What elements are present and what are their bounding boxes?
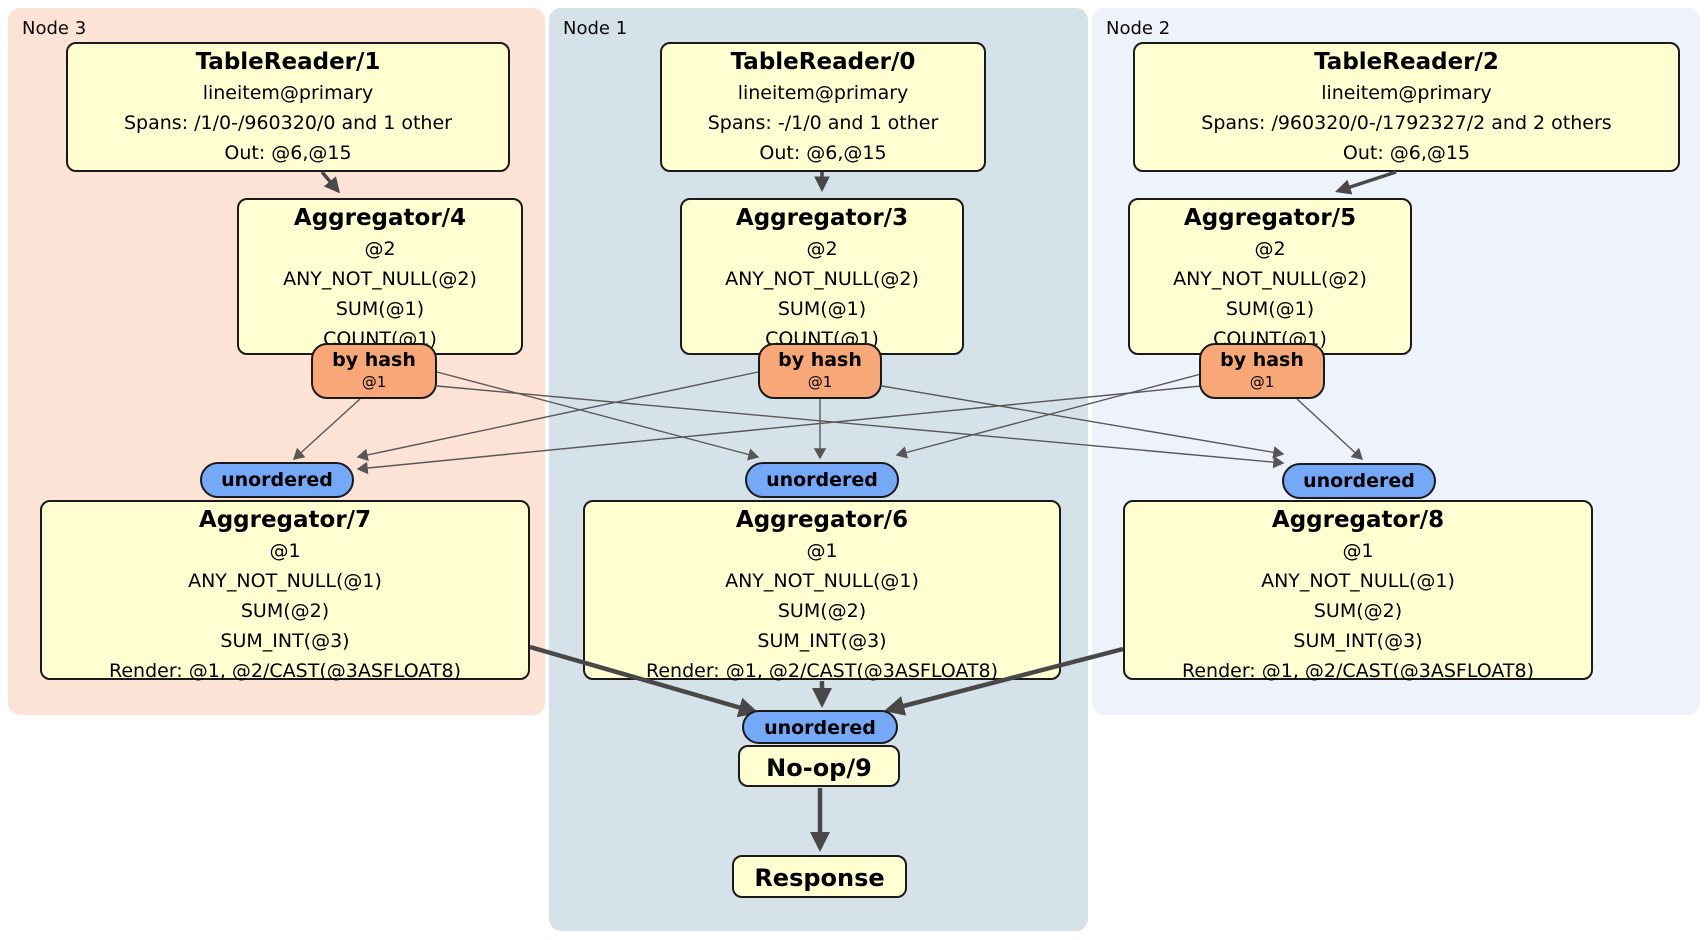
aggregator-4-box: Aggregator/4 @2 ANY_NOT_NULL(@2) SUM(@1)… (237, 198, 523, 355)
aggregator-5-fn2: SUM(@1) (1225, 298, 1315, 320)
aggregator-7-render: Render: @1, @2/CAST(@3ASFLOAT8) (109, 660, 461, 682)
aggregator-5-title: Aggregator/5 (1183, 205, 1357, 231)
aggregator-6-render: Render: @1, @2/CAST(@3ASFLOAT8) (646, 660, 998, 682)
aggregator-6-fn2: SUM(@2) (777, 600, 867, 622)
unordered-label: unordered (1303, 470, 1415, 492)
aggregator-8-fn3: SUM_INT(@3) (1293, 630, 1423, 652)
aggregator-6-title: Aggregator/6 (735, 507, 909, 533)
aggregator-3-box: Aggregator/3 @2 ANY_NOT_NULL(@2) SUM(@1)… (680, 198, 964, 355)
noop-9-title: No-op/9 (766, 754, 872, 782)
by-hash-column: @1 (1249, 373, 1275, 391)
aggregator-3-title: Aggregator/3 (735, 205, 909, 231)
tablereader-2-index: lineitem@primary (1321, 82, 1492, 104)
aggregator-3-fn1: ANY_NOT_NULL(@2) (725, 268, 919, 290)
tablereader-0-index: lineitem@primary (737, 82, 909, 104)
unordered-badge-node3: unordered (200, 462, 354, 498)
aggregator-7-title: Aggregator/7 (198, 507, 372, 533)
unordered-badge-node1: unordered (745, 462, 899, 498)
tablereader-0-title: TableReader/0 (730, 49, 916, 75)
tablereader-1-spans: Spans: /1/0-/960320/0 and 1 other (124, 112, 452, 134)
unordered-label: unordered (766, 469, 878, 491)
aggregator-8-fn2: SUM(@2) (1313, 600, 1403, 622)
tablereader-1-box: TableReader/1 lineitem@primary Spans: /1… (66, 42, 510, 172)
tablereader-1-index: lineitem@primary (202, 82, 374, 104)
aggregator-8-group: @1 (1342, 540, 1374, 562)
noop-9-box: No-op/9 (738, 745, 900, 787)
by-hash-badge-node3: by hash @1 (311, 343, 437, 399)
aggregator-7-fn2: SUM(@2) (240, 600, 330, 622)
by-hash-label: by hash (332, 349, 416, 371)
tablereader-2-box: TableReader/2 lineitem@primary Spans: /9… (1133, 42, 1680, 172)
region-node-3-label: Node 3 (22, 18, 87, 39)
tablereader-0-out: Out: @6,@15 (759, 142, 887, 164)
aggregator-4-fn1: ANY_NOT_NULL(@2) (283, 268, 477, 290)
aggregator-3-fn2: SUM(@1) (777, 298, 867, 320)
region-node-2-label: Node 2 (1106, 18, 1171, 39)
aggregator-5-group: @2 (1254, 238, 1286, 260)
aggregator-6-fn1: ANY_NOT_NULL(@1) (725, 570, 919, 592)
aggregator-7-fn3: SUM_INT(@3) (220, 630, 350, 652)
unordered-label: unordered (221, 469, 333, 491)
by-hash-column: @1 (807, 373, 833, 391)
aggregator-3-group: @2 (806, 238, 838, 260)
aggregator-7-group: @1 (269, 540, 301, 562)
unordered-badge-node2: unordered (1282, 463, 1436, 499)
aggregator-4-title: Aggregator/4 (293, 205, 467, 231)
aggregator-8-box: Aggregator/8 @1 ANY_NOT_NULL(@1) SUM(@2)… (1123, 500, 1593, 682)
tablereader-0-box: TableReader/0 lineitem@primary Spans: -/… (660, 42, 986, 172)
tablereader-2-title: TableReader/2 (1314, 49, 1499, 75)
aggregator-5-fn1: ANY_NOT_NULL(@2) (1173, 268, 1367, 290)
tablereader-2-out: Out: @6,@15 (1342, 142, 1471, 164)
tablereader-0-spans: Spans: -/1/0 and 1 other (707, 112, 939, 134)
aggregator-8-fn1: ANY_NOT_NULL(@1) (1261, 570, 1455, 592)
aggregator-7-fn1: ANY_NOT_NULL(@1) (188, 570, 382, 592)
response-title: Response (754, 864, 885, 892)
unordered-badge-final: unordered (742, 710, 898, 744)
tablereader-1-title: TableReader/1 (195, 49, 381, 75)
aggregator-6-box: Aggregator/6 @1 ANY_NOT_NULL(@1) SUM(@2)… (583, 500, 1061, 682)
aggregator-5-box: Aggregator/5 @2 ANY_NOT_NULL(@2) SUM(@1)… (1128, 198, 1412, 355)
aggregator-8-title: Aggregator/8 (1271, 507, 1445, 533)
aggregator-7-box: Aggregator/7 @1 ANY_NOT_NULL(@1) SUM(@2)… (40, 500, 530, 682)
by-hash-label: by hash (1220, 349, 1304, 371)
aggregator-6-fn3: SUM_INT(@3) (757, 630, 887, 652)
tablereader-1-out: Out: @6,@15 (224, 142, 352, 164)
aggregator-4-fn2: SUM(@1) (335, 298, 425, 320)
by-hash-badge-node2: by hash @1 (1199, 343, 1325, 399)
by-hash-label: by hash (778, 349, 862, 371)
region-node-1-label: Node 1 (563, 18, 628, 39)
aggregator-4-group: @2 (364, 238, 396, 260)
by-hash-column: @1 (361, 373, 387, 391)
response-box: Response (732, 855, 907, 898)
tablereader-2-spans: Spans: /960320/0-/1792327/2 and 2 others (1201, 112, 1612, 134)
aggregator-6-group: @1 (806, 540, 838, 562)
unordered-label: unordered (764, 717, 876, 739)
aggregator-8-render: Render: @1, @2/CAST(@3ASFLOAT8) (1182, 660, 1534, 682)
by-hash-badge-node1: by hash @1 (758, 343, 882, 399)
